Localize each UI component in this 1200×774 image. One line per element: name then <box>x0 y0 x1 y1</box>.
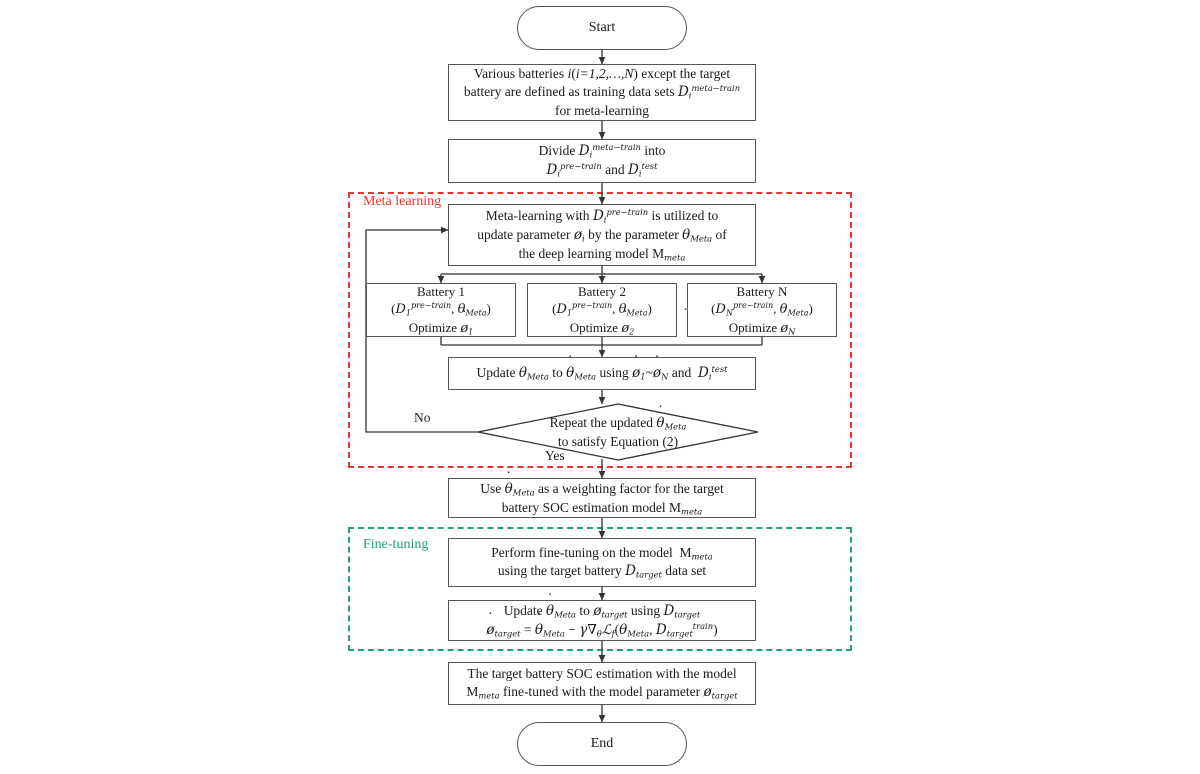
node-battery-1: Battery 1 (D1pre−train, θMeta) Optimize … <box>366 283 516 337</box>
node-divide-datasets: Divide Dimeta−train into Dipre−train and… <box>448 139 756 183</box>
node-battery-n: Battery N (DNpre−train, θMeta) Optimize … <box>687 283 837 337</box>
node-battery-2-text: Battery 2 (D1pre−train, θMeta) Optimize … <box>528 282 676 337</box>
node-update-theta-meta-text: Update θMeta to θMeta using ø1~øN and Di… <box>449 362 755 385</box>
node-define-training-sets-text: Various batteries i(i=1,2,…,N) except th… <box>463 66 741 118</box>
group-fine-tuning-label: Fine-tuning <box>360 537 432 553</box>
node-update-phi-target-text: Update θMeta to øtarget using Dtarget øt… <box>449 600 755 642</box>
node-update-theta-meta: Update θMeta to θMeta using ø1~øN and Di… <box>448 357 756 390</box>
node-end: End <box>517 722 687 766</box>
node-perform-fine-tuning-text: Perform fine-tuning on the model Mmeta u… <box>491 545 713 580</box>
node-use-weighting-factor-text: Use θMeta as a weighting factor for the … <box>449 478 755 519</box>
node-use-weighting-factor: Use θMeta as a weighting factor for the … <box>448 478 756 518</box>
node-final-soc-estimation-text: The target battery SOC estimation with t… <box>449 663 755 704</box>
group-meta-learning <box>348 192 852 468</box>
node-update-phi-target: Update θMeta to øtarget using Dtarget øt… <box>448 600 756 641</box>
node-battery-n-text: Battery N (DNpre−train, θMeta) Optimize … <box>688 282 836 337</box>
group-meta-learning-label: Meta learning <box>360 194 445 210</box>
node-final-soc-estimation: The target battery SOC estimation with t… <box>448 662 756 705</box>
group-fine-tuning <box>348 527 852 651</box>
node-end-label: End <box>590 735 614 751</box>
node-perform-fine-tuning: Perform fine-tuning on the model Mmeta u… <box>448 538 756 587</box>
node-define-training-sets: Various batteries i(i=1,2,…,N) except th… <box>448 64 756 121</box>
node-decision-repeat: Repeat the updated θMeta to satisfy Equa… <box>477 403 759 461</box>
node-start-label: Start <box>588 19 616 35</box>
node-divide-datasets-text: Divide Dimeta−train into Dipre−train and… <box>538 142 666 179</box>
node-meta-learning-update-text: Meta-learning with Dipre−train is utiliz… <box>449 205 755 264</box>
node-decision-repeat-text: Repeat the updated θMeta to satisfy Equa… <box>478 404 758 460</box>
node-battery-2: Battery 2 (D1pre−train, θMeta) Optimize … <box>527 283 677 337</box>
edge-label-yes: Yes <box>545 448 565 463</box>
edge-label-no: No <box>414 410 431 425</box>
node-battery-1-text: Battery 1 (D1pre−train, θMeta) Optimize … <box>367 282 515 337</box>
node-start: Start <box>517 6 687 50</box>
node-meta-learning-update: Meta-learning with Dipre−train is utiliz… <box>448 204 756 266</box>
